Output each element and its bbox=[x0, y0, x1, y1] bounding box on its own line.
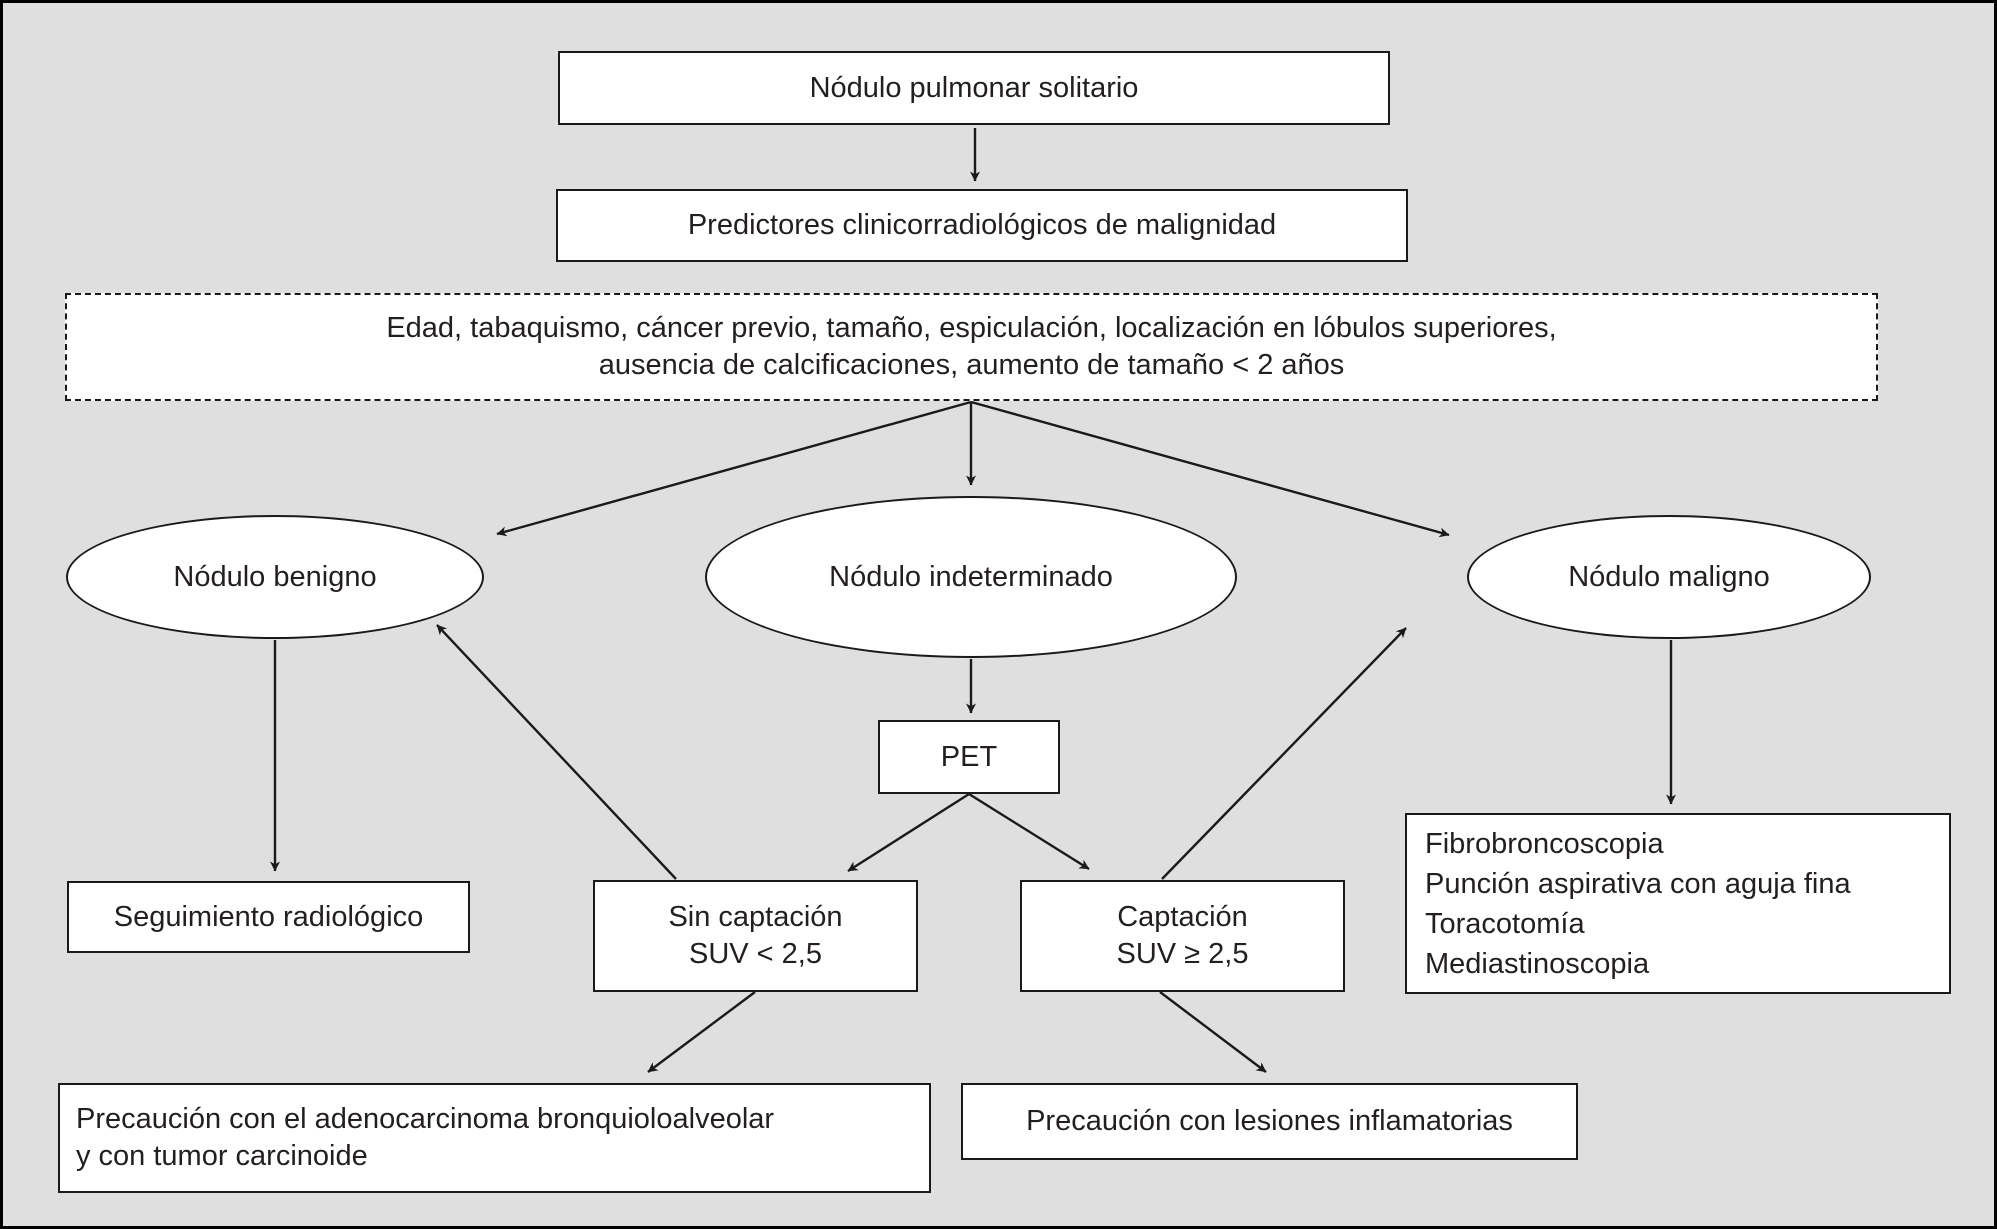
node-label: Predictores clinicorradiológicos de mali… bbox=[687, 209, 1277, 241]
arrow-no-uptake-to-caution-bac bbox=[647, 991, 756, 1073]
node-clinical-radiological-predictors: Predictores clinicorradiológicos de mali… bbox=[556, 189, 1408, 262]
node-label: Captación SUV ≥ 2,5 bbox=[1116, 901, 1249, 970]
node-label: Edad, tabaquismo, cáncer previo, tamaño,… bbox=[386, 312, 1557, 381]
node-label: Precaución con lesiones inflamatorias bbox=[1026, 1105, 1513, 1137]
node-label: PET bbox=[940, 740, 998, 773]
node-label: Precaución con el adenocarcinoma bronqui… bbox=[76, 1103, 775, 1172]
node-label: Seguimiento radiológico bbox=[113, 900, 424, 933]
node-label: Nódulo maligno bbox=[1568, 560, 1770, 593]
node-indeterminate-nodule: Nódulo indeterminado bbox=[705, 496, 1237, 658]
node-label: Sin captación SUV < 2,5 bbox=[668, 901, 843, 970]
node-caution-inflammatory-lesions: Precaución con lesiones inflamatorias bbox=[961, 1083, 1578, 1160]
node-label: Fibrobroncoscopia Punción aspirativa con… bbox=[1425, 827, 1851, 980]
arrow-pet-to-no-uptake bbox=[847, 792, 970, 873]
node-solitary-pulmonary-nodule: Nódulo pulmonar solitario bbox=[558, 51, 1390, 125]
arrow-uptake-to-malignant bbox=[1161, 627, 1407, 880]
arrow-no-uptake-to-benign bbox=[436, 624, 677, 880]
node-diagnostic-procedures: Fibrobroncoscopia Punción aspirativa con… bbox=[1405, 813, 1951, 994]
node-uptake-suv: Captación SUV ≥ 2,5 bbox=[1020, 880, 1345, 992]
arrow-pet-to-uptake bbox=[968, 792, 1090, 871]
node-label: Nódulo benigno bbox=[173, 560, 377, 593]
node-caution-bronchioloalveolar: Precaución con el adenocarcinoma bronqui… bbox=[58, 1083, 931, 1193]
arrow-uptake-to-caution-inflammatory bbox=[1159, 991, 1267, 1073]
node-label: Nódulo pulmonar solitario bbox=[809, 71, 1139, 104]
node-radiological-followup: Seguimiento radiológico bbox=[67, 881, 470, 953]
node-benign-nodule: Nódulo benigno bbox=[66, 515, 484, 639]
node-malignancy-criteria: Edad, tabaquismo, cáncer previo, tamaño,… bbox=[65, 293, 1878, 401]
node-no-uptake-suv: Sin captación SUV < 2,5 bbox=[593, 880, 918, 992]
node-label: Nódulo indeterminado bbox=[829, 560, 1113, 593]
node-pet: PET bbox=[878, 720, 1060, 794]
node-malignant-nodule: Nódulo maligno bbox=[1467, 515, 1871, 639]
